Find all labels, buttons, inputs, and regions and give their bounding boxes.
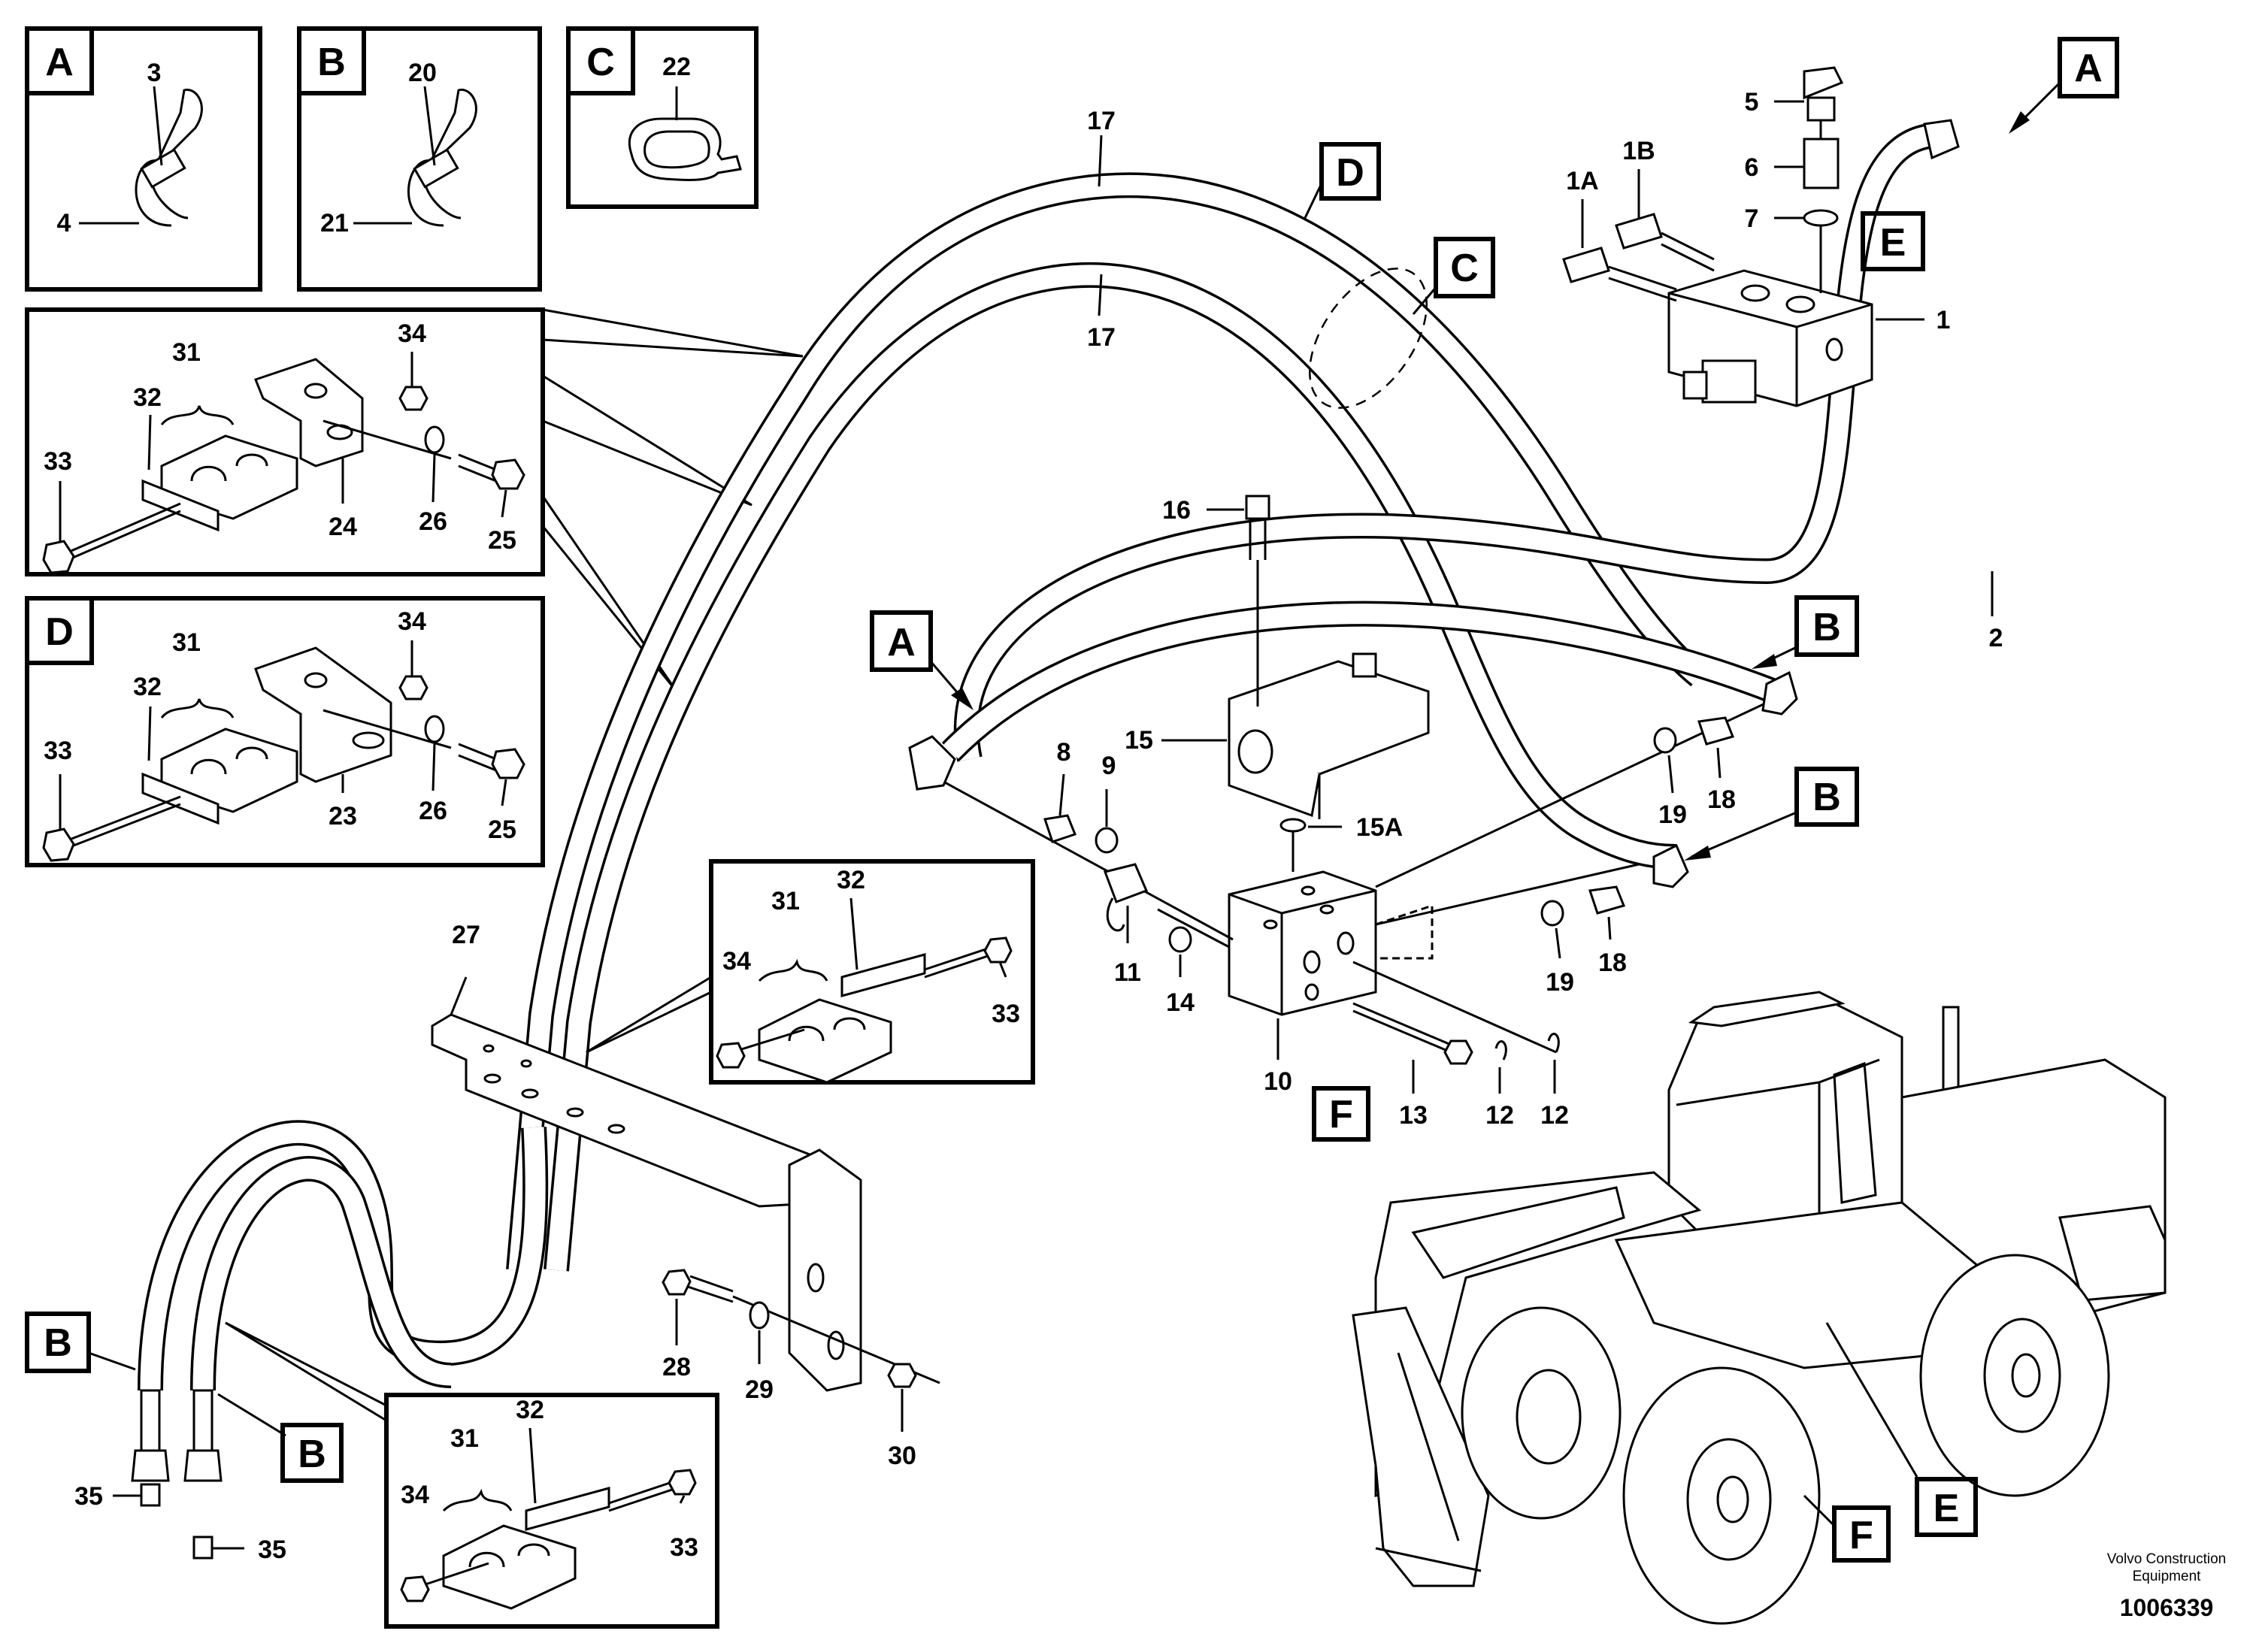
- inset-d-letter: D: [45, 610, 74, 654]
- callout-a-mid: A: [887, 621, 916, 664]
- callout-b-mid1: B: [1812, 606, 1841, 649]
- callout-d-top: D: [1336, 151, 1364, 195]
- callout-f-loader: F: [1849, 1514, 1873, 1557]
- hose-a-b-mid: [941, 601, 1779, 761]
- label-7: 7: [1745, 204, 1759, 233]
- label-16: 16: [1162, 496, 1191, 525]
- inset-a-letter: A: [45, 41, 74, 84]
- callout-f-block: F: [1329, 1093, 1353, 1136]
- label-2: 2: [1989, 624, 2003, 652]
- label-35-right: 35: [258, 1536, 286, 1564]
- leader-17b: [1098, 274, 1103, 316]
- label-33-bottom: 33: [670, 1533, 698, 1562]
- callout-b-bottom2: B: [298, 1433, 326, 1476]
- label-31-bottom: 31: [450, 1424, 479, 1453]
- callout-c-top: C: [1450, 247, 1479, 290]
- leader-17a: [1098, 135, 1103, 187]
- label-19-lower: 19: [1546, 968, 1574, 997]
- label-22: 22: [662, 53, 691, 81]
- label-33-mid: 33: [992, 1000, 1020, 1028]
- inset-c-clip: C 22: [566, 26, 759, 209]
- hose-lower-loop: [138, 1120, 549, 1391]
- label-34-bottom: 34: [401, 1481, 429, 1509]
- label-9: 9: [1102, 752, 1116, 780]
- valve-assembly-e: 1A 1B 1 5 6 7 E: [1562, 66, 1951, 407]
- label-24: 24: [329, 513, 357, 541]
- label-18-upper: 18: [1707, 785, 1736, 814]
- inset-clamp-set-mid: 31 32 34 33: [586, 859, 1035, 1085]
- inset-c-letter: C: [586, 41, 615, 84]
- label-26-box1: 26: [419, 507, 447, 536]
- callouts: A D C A B B B B: [25, 37, 2119, 1483]
- label-30: 30: [888, 1442, 916, 1470]
- callout-b-bottom1: B: [44, 1321, 72, 1365]
- label-12-left: 12: [1485, 1101, 1514, 1130]
- label-31-box1: 31: [172, 338, 201, 367]
- label-34-box-d: 34: [398, 607, 426, 636]
- label-28: 28: [662, 1353, 691, 1381]
- label-1b: 1B: [1622, 137, 1655, 165]
- label-6: 6: [1745, 153, 1759, 182]
- label-4: 4: [57, 209, 71, 238]
- label-17-inner: 17: [1087, 323, 1116, 352]
- label-35-left: 35: [74, 1482, 103, 1511]
- inset-a-cable-tie: A 3 4: [25, 26, 262, 292]
- label-26-box-d: 26: [419, 797, 447, 825]
- callout-b-mid2: B: [1812, 776, 1841, 819]
- block-assembly: 15 16 15A 10 F: [908, 119, 1960, 1142]
- label-1: 1: [1937, 306, 1951, 334]
- hose-ends-35: 35 35: [74, 1389, 286, 1564]
- label-20: 20: [408, 59, 437, 87]
- inset-clamp-set-24: 31 32 33 34 24 26 25: [25, 307, 804, 576]
- label-19-upper: 19: [1658, 800, 1687, 829]
- label-31-box-d: 31: [172, 628, 201, 657]
- label-1a: 1A: [1566, 167, 1598, 195]
- label-17-outer: 17: [1087, 107, 1116, 135]
- label-13: 13: [1399, 1101, 1428, 1130]
- label-23: 23: [329, 802, 357, 831]
- label-11: 11: [1114, 958, 1141, 987]
- label-12-right: 12: [1540, 1101, 1569, 1130]
- label-8: 8: [1057, 738, 1071, 767]
- bracket-27: 27: [431, 921, 862, 1392]
- label-32-bottom: 32: [516, 1396, 544, 1424]
- callout-a-top: A: [2074, 47, 2103, 90]
- label-32-mid: 32: [837, 866, 865, 894]
- company-line-2: Equipment: [2133, 1569, 2202, 1584]
- label-10: 10: [1264, 1067, 1292, 1096]
- label-25-box1: 25: [488, 526, 516, 555]
- label-18-lower: 18: [1598, 949, 1627, 977]
- label-34-mid: 34: [722, 947, 751, 976]
- label-15a: 15A: [1356, 813, 1403, 842]
- label-33-box-d: 33: [44, 737, 72, 765]
- label-21: 21: [320, 209, 349, 238]
- wheel-loader-illustration: E F: [1352, 991, 2167, 1625]
- label-27: 27: [452, 921, 480, 949]
- inset-clamp-set-bottom: 31 32 34 33: [225, 1321, 719, 1629]
- inset-b-letter: B: [317, 41, 346, 84]
- hose-17-bundle: [506, 172, 1707, 1272]
- callout-e-loader: E: [1933, 1487, 1960, 1530]
- bracket-fasteners: 28 29 30: [662, 1269, 940, 1470]
- label-14: 14: [1166, 988, 1195, 1017]
- callout-e-valve: E: [1880, 221, 1906, 265]
- label-31-mid: 31: [771, 887, 800, 915]
- inset-b-cable-tie: B 20 21: [297, 26, 542, 292]
- label-5: 5: [1745, 88, 1759, 116]
- reference-number: 1006339: [2120, 1594, 2214, 1621]
- label-29: 29: [745, 1375, 774, 1404]
- label-15: 15: [1125, 726, 1153, 755]
- label-33-box1: 33: [44, 447, 72, 476]
- label-25-box-d: 25: [488, 815, 516, 844]
- company-line-1: Volvo Construction: [2107, 1551, 2226, 1567]
- label-32-box-d: 32: [133, 673, 162, 701]
- label-3: 3: [147, 59, 162, 87]
- label-32-box1: 32: [133, 383, 162, 412]
- label-34-box1: 34: [398, 319, 426, 348]
